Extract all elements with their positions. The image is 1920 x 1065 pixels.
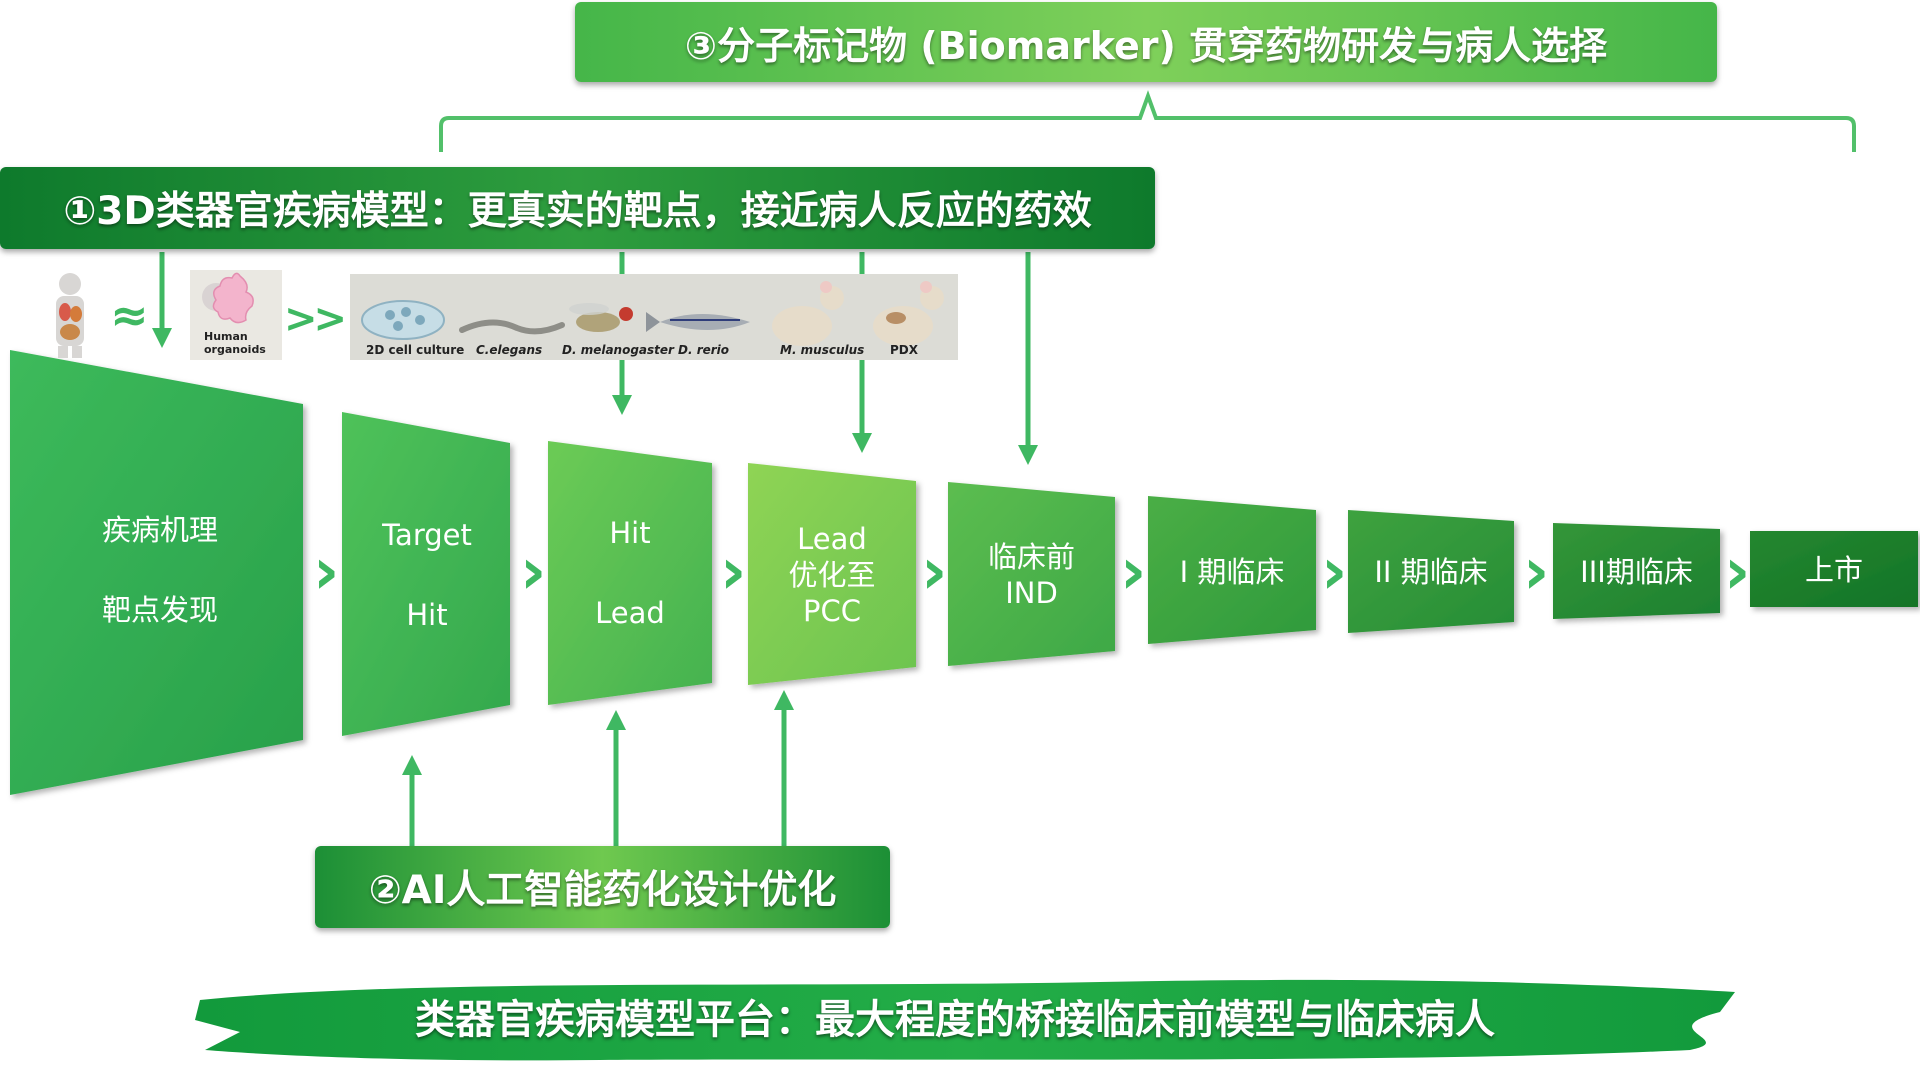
stage-6-text: I 期临床 — [1148, 520, 1316, 624]
stage-1-line1: 疾病机理 — [101, 512, 218, 547]
stage-box-6 — [1148, 496, 1316, 644]
footer-title: 类器官疾病模型平台：最大程度的桥接临床前模型与临床病人 — [415, 997, 1495, 1043]
stage-3-line1: Hit — [609, 515, 651, 550]
label-c-elegans: C.elegans — [476, 343, 543, 357]
chevron-icon: › — [1523, 535, 1550, 609]
human-body-icon — [56, 273, 84, 358]
stage-8-line1: III期临床 — [1580, 554, 1693, 589]
stage-4-line3: PCC — [803, 594, 861, 629]
stage-9-text: 上市 — [1750, 520, 1918, 620]
chevron-icon: › — [1724, 535, 1751, 609]
models-strip — [350, 274, 958, 360]
chevron-icon: › — [921, 535, 948, 609]
stage-7-line1: II 期临床 — [1374, 554, 1488, 589]
stage-box-3 — [548, 441, 712, 705]
chevron-icon: › — [520, 535, 547, 609]
label-d-melanogaster: D. melanogaster — [562, 343, 674, 357]
stage-4-line1: Lead — [797, 521, 867, 556]
stage-2-line2: Hit — [406, 598, 448, 632]
stage-box-5 — [948, 482, 1115, 666]
label-d-rerio: D. rerio — [678, 343, 730, 357]
chevron-icon: › — [313, 535, 340, 609]
stage-4-line2: 优化至 — [788, 557, 876, 592]
stage-5-text: 临床前 IND — [948, 500, 1115, 650]
stage-1-text: 疾病机理 靶点发现 — [10, 420, 310, 720]
stage-8-text: III期临床 — [1553, 520, 1720, 624]
stage-box-8 — [1553, 523, 1720, 619]
chevron-icon: › — [1321, 535, 1348, 609]
organoid-icon — [202, 272, 254, 324]
chevron-icon: › — [1120, 535, 1147, 609]
fly-icon — [569, 303, 633, 332]
stage-4-text: Lead 优化至 PCC — [748, 490, 916, 660]
chevron-icon: › — [720, 535, 747, 609]
stage-7-text: II 期临床 — [1348, 520, 1514, 624]
ai-design-banner: ②AI人工智能药化设计优化 — [315, 846, 890, 928]
stage-6-line1: I 期临床 — [1179, 554, 1285, 589]
footer-brush — [195, 979, 1735, 1061]
petri-dish-icon — [361, 300, 445, 340]
greater-symbol: >> — [284, 296, 347, 342]
organoid-model-banner: ①3D类器官疾病模型：更真实的靶点，接近病人反应的药效 — [0, 167, 1155, 249]
biomarker-bracket — [439, 90, 1856, 152]
label-pdx: PDX — [890, 343, 919, 357]
worm-icon — [459, 319, 565, 335]
stage-3-text: Hit Lead — [548, 488, 712, 658]
label-m-musculus: M. musculus — [780, 343, 865, 357]
stage-5-line2: IND — [1005, 576, 1058, 610]
fish-icon — [646, 312, 750, 332]
stage-box-9 — [1750, 531, 1918, 607]
stage-3-line2: Lead — [595, 596, 665, 630]
stage-box-1 — [10, 350, 303, 795]
stage-2-line1: Target — [382, 517, 472, 552]
approx-symbol: ≈ — [110, 288, 149, 342]
mouse-icon — [772, 281, 844, 346]
stage-box-4 — [748, 463, 916, 685]
stage-2-text: Target Hit — [342, 480, 512, 670]
human-organoids-label: Human organoids — [204, 330, 266, 356]
stage-9-line1: 上市 — [1804, 552, 1863, 587]
label-2d-cell-culture: 2D cell culture — [366, 343, 465, 357]
pdx-mouse-icon — [873, 281, 944, 346]
stage-5-line1: 临床前 — [987, 539, 1075, 574]
stage-box-7 — [1348, 510, 1514, 633]
biomarker-banner: ③分子标记物 (Biomarker) 贯穿药物研发与病人选择 — [575, 2, 1717, 82]
stage-1-line2: 靶点发现 — [101, 593, 218, 627]
stage-box-2 — [342, 412, 510, 736]
